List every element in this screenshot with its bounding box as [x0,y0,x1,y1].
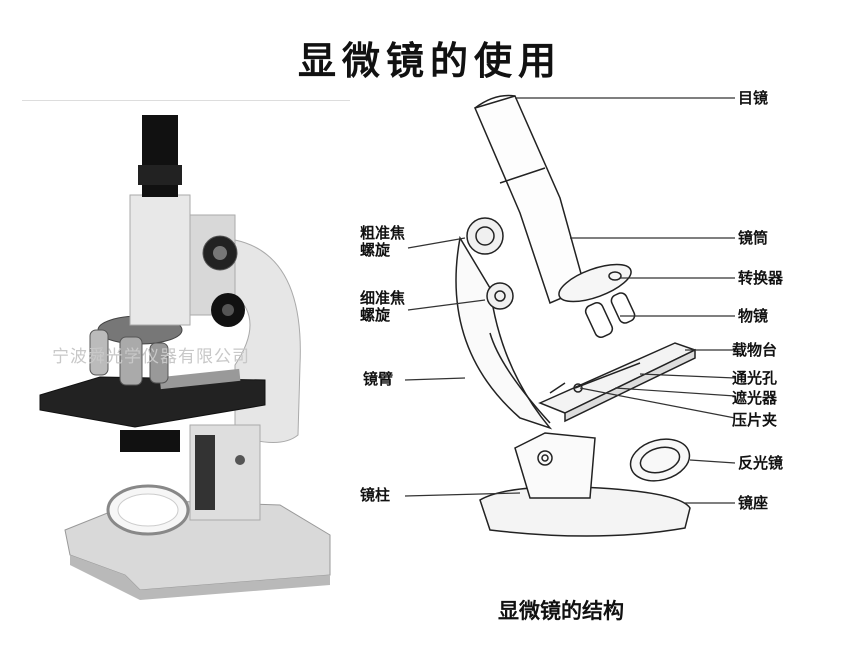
label-coarse-line2: 螺旋 [360,241,391,259]
label-clip: 压片夹 [732,411,778,429]
microscope-photo [39,115,331,600]
label-arm: 镜臂 [363,370,394,388]
label-mirror: 反光镜 [738,454,784,472]
label-eyepiece: 目镜 [738,89,769,107]
label-base: 镜座 [738,494,769,512]
structure-diagram [404,94,736,537]
label-objective: 物镜 [738,307,769,325]
watermark: 宁波舜光学仪器有限公司 [52,347,250,367]
page-title: 显微镜的使用 [297,38,562,83]
label-fine-line2: 螺旋 [360,306,391,324]
label-pillar: 镜柱 [360,486,391,504]
divider [22,100,350,101]
label-fine-adjustment: 细准焦 螺旋 [360,290,405,324]
diagram-caption: 显微镜的结构 [498,599,624,623]
label-fine-line1: 细准焦 [360,289,406,307]
label-aperture: 通光孔 [732,369,778,387]
label-diaphragm: 遮光器 [732,389,778,407]
label-stage: 载物台 [732,341,778,359]
label-coarse-adjustment: 粗准焦 螺旋 [360,225,405,259]
label-nosepiece: 转换器 [738,269,784,287]
label-tube: 镜筒 [738,229,769,247]
label-coarse-line1: 粗准焦 [360,224,406,242]
